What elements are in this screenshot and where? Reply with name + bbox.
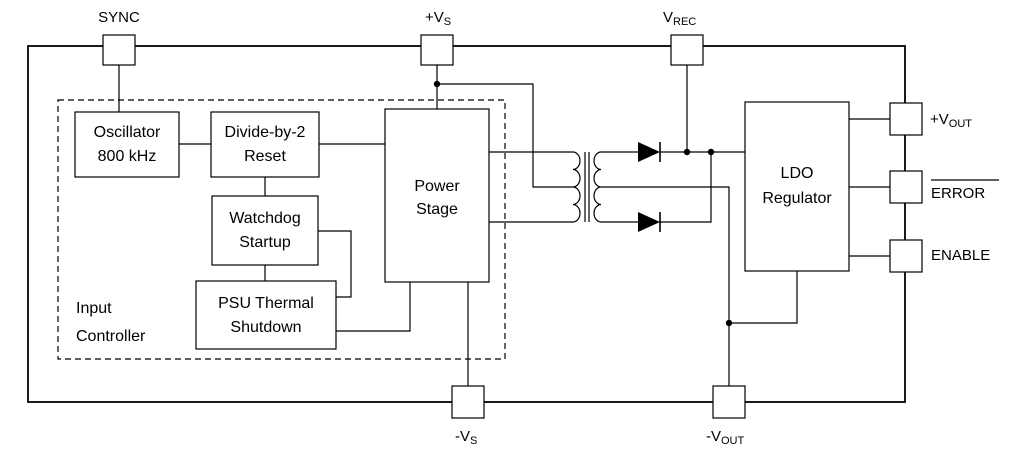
vs-plus-pin-label: +VS [425, 9, 451, 28]
ldo-label-1: LDO [781, 165, 814, 182]
vout-plus-pin-label: +VOUT [930, 111, 972, 130]
vs-minus-pin [451, 385, 485, 419]
input-controller-label-2: Controller [76, 328, 146, 345]
power-stage-block [384, 108, 490, 283]
error-pin-label: ERROR [931, 185, 985, 202]
vout-minus-pin [712, 385, 746, 419]
thermal-block [195, 280, 337, 350]
enable-pin [889, 239, 923, 273]
sync-pin-label: SYNC [98, 9, 140, 26]
power-stage-label-2: Stage [416, 201, 458, 218]
ldo-label-2: Regulator [762, 190, 832, 207]
power-stage-label-1: Power [414, 178, 460, 195]
sync-pin [102, 34, 136, 66]
upper-diode [638, 142, 661, 162]
divider-block [210, 111, 320, 178]
vs-plus-pin [420, 34, 454, 66]
junction-dot [725, 319, 733, 327]
input-controller-label-1: Input [76, 300, 112, 317]
thermal-label-2: Shutdown [230, 319, 301, 336]
lower-diode [638, 212, 661, 232]
junction-dot [683, 148, 691, 156]
wiring [118, 65, 890, 386]
error-pin [889, 170, 923, 204]
watchdog-label-2: Startup [239, 234, 291, 251]
divider-label-2: Reset [244, 148, 286, 165]
vout-plus-pin [889, 102, 923, 136]
oscillator-label-2: 800 kHz [98, 148, 157, 165]
thermal-label-1: PSU Thermal [218, 295, 314, 312]
vrec-pin [670, 34, 704, 66]
vs-minus-pin-label: -VS [455, 428, 477, 447]
junction-dot [707, 148, 715, 156]
watchdog-label-1: Watchdog [229, 210, 300, 227]
divider-label-1: Divide-by-2 [225, 124, 306, 141]
vout-minus-pin-label: -VOUT [706, 428, 745, 447]
junction-dot [433, 80, 441, 88]
oscillator-block [74, 111, 180, 178]
input-controller-group [57, 99, 506, 360]
watchdog-block [211, 195, 319, 266]
ldo-regulator-block [744, 101, 850, 272]
oscillator-label-1: Oscillator [94, 124, 161, 141]
vrec-pin-label: VREC [663, 9, 696, 28]
enable-pin-label: ENABLE [931, 247, 990, 264]
